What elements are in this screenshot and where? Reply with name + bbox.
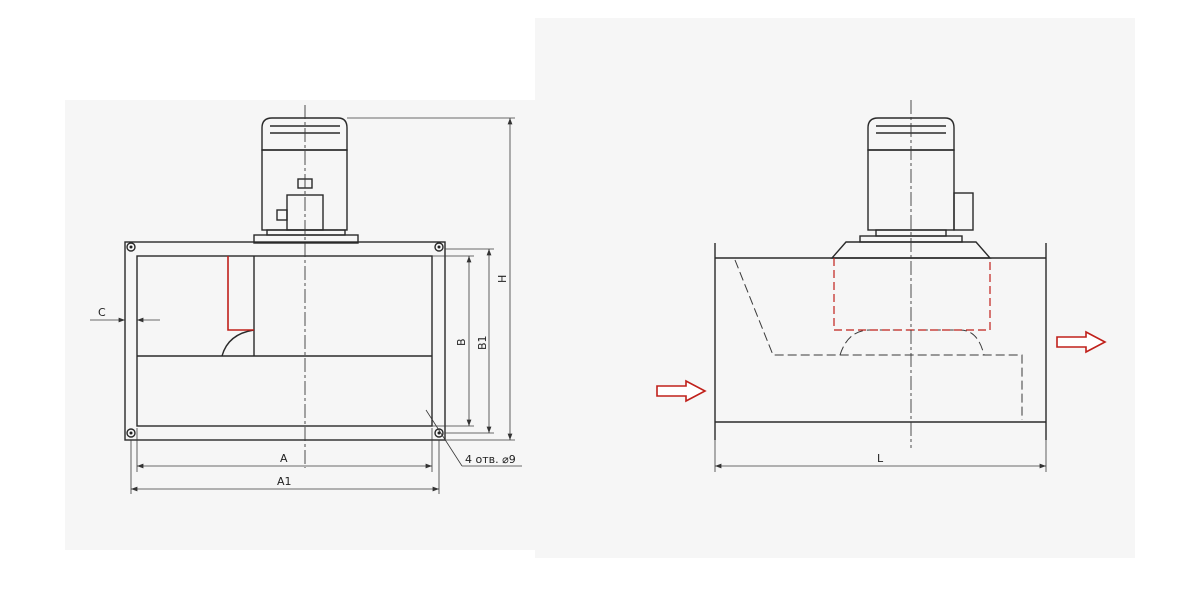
- dimension-c-label: C: [98, 306, 106, 319]
- dimension-a1: A1: [130, 440, 440, 494]
- dimension-b: B: [432, 255, 474, 427]
- holes-note-label: 4 отв. ⌀9: [465, 453, 516, 466]
- dimension-c: C: [90, 306, 160, 323]
- front-view-background: [65, 100, 535, 550]
- dimension-b1: B1: [445, 248, 494, 434]
- inlet-arrow-icon: [656, 379, 707, 403]
- mounting-hole-icon: [126, 242, 444, 438]
- dimension-a-label: A: [280, 452, 288, 465]
- dimension-a: A: [136, 428, 433, 472]
- holes-note: 4 отв. ⌀9: [425, 409, 522, 467]
- side-duct: [714, 243, 1047, 440]
- outlet-arrow-icon: [1056, 330, 1107, 354]
- dimension-h: H: [347, 117, 515, 441]
- side-view-background: [535, 18, 1135, 558]
- duct-frame: [124, 241, 446, 441]
- hidden-inlet-cone: [839, 329, 985, 356]
- side-view: L: [656, 100, 1107, 472]
- impeller-outline: [227, 256, 254, 331]
- impeller-hidden-outline: [833, 258, 991, 331]
- dimension-l-label: L: [877, 452, 884, 465]
- dimension-h-label: H: [496, 275, 509, 283]
- hidden-scroll-contour: [734, 259, 1023, 420]
- dimension-a1-label: A1: [277, 475, 292, 488]
- dimension-b1-label: B1: [476, 335, 489, 350]
- dimension-l: L: [714, 440, 1047, 472]
- dimension-b-label: B: [455, 338, 468, 346]
- front-view: C A A1 B B1: [90, 105, 522, 494]
